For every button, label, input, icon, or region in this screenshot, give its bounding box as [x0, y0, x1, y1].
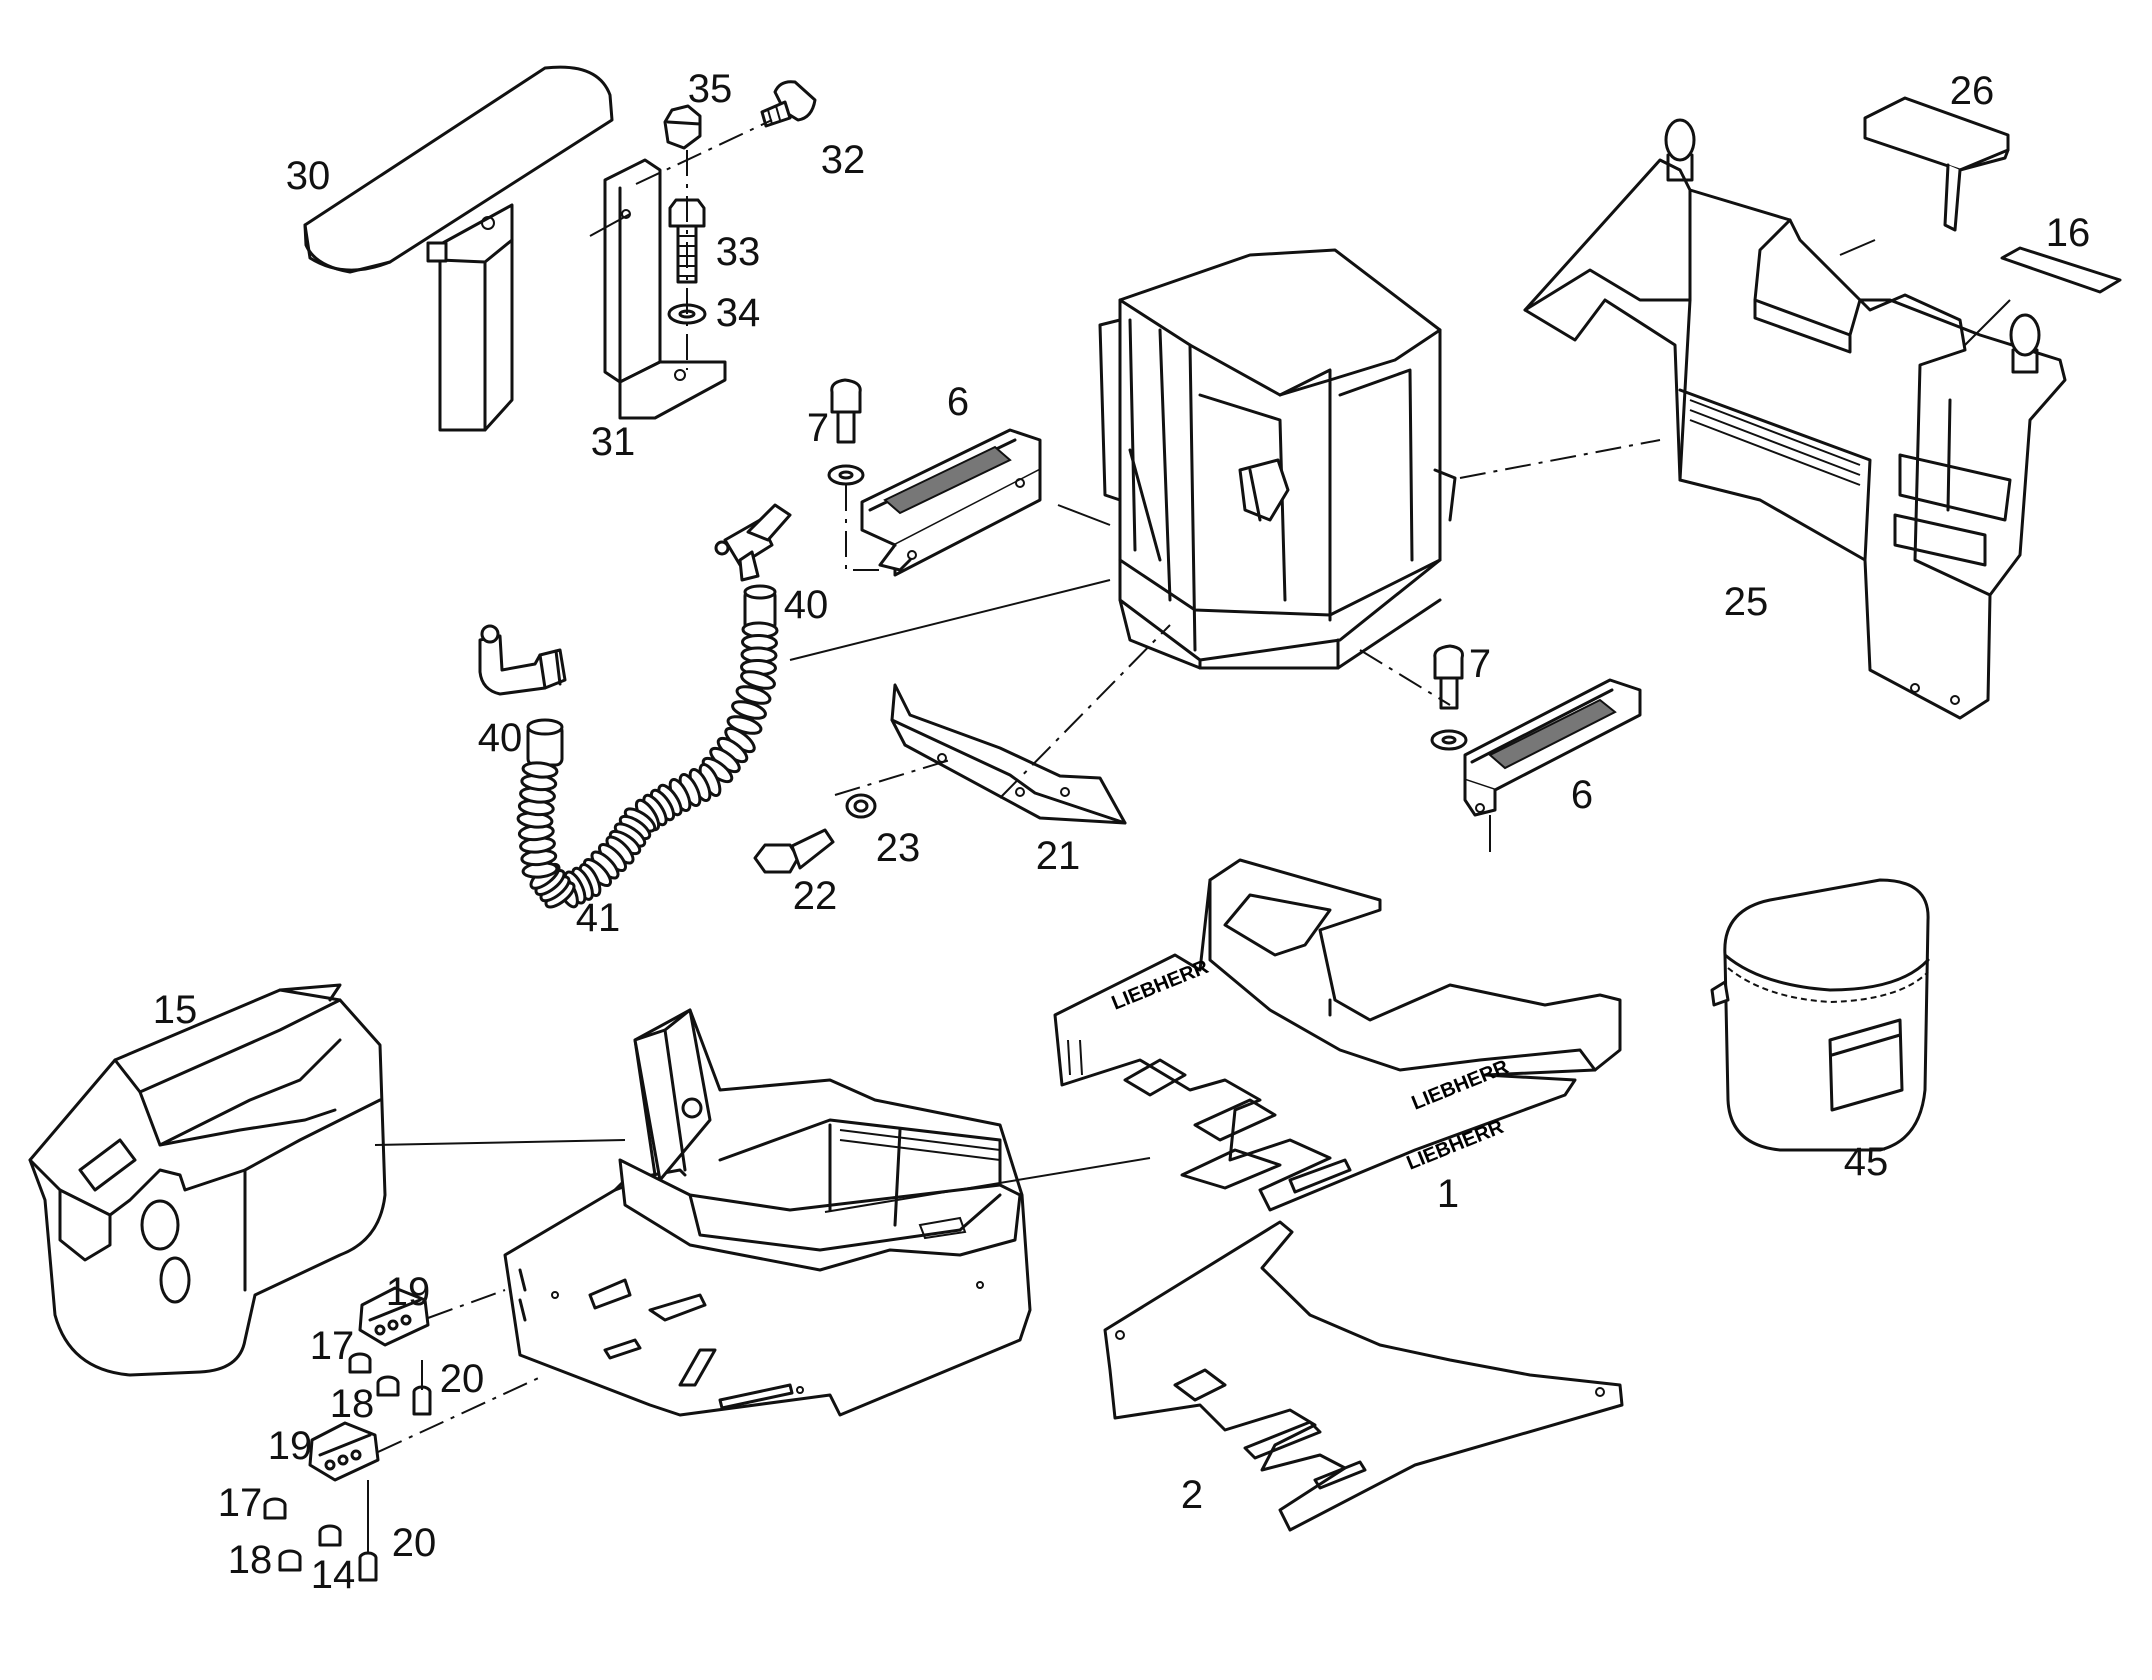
tee-fitting: [714, 503, 792, 582]
callout-32: 32: [820, 138, 866, 182]
callout-18: 18: [227, 1538, 273, 1582]
armrest: [303, 65, 614, 432]
callout-40: 40: [477, 716, 523, 760]
callout-25: 25: [1723, 580, 1769, 624]
callout-19: 19: [385, 1270, 431, 1314]
washer: [845, 793, 877, 819]
callout-17: 17: [217, 1481, 263, 1525]
switch-plate: [308, 1421, 380, 1482]
callout-21: 21: [1035, 834, 1081, 878]
callout-35: 35: [687, 67, 733, 111]
callout-20: 20: [391, 1521, 437, 1565]
knob-bolt: [760, 80, 817, 128]
mounting-plate: [890, 683, 1127, 825]
floor-plate: [1103, 1220, 1624, 1532]
cap-screw: [827, 378, 880, 571]
callout-33: 33: [715, 230, 761, 274]
floor-mat: LIEBHERR LIEBHERR LIEBHERR: [1053, 858, 1622, 1212]
callout-15: 15: [152, 988, 198, 1032]
hose-ring: [731, 700, 767, 720]
cap-nut: [663, 104, 702, 150]
hose-ring: [521, 761, 559, 779]
callout-14: 14: [310, 1553, 356, 1597]
callout-22: 22: [792, 874, 838, 918]
callout-40: 40: [783, 583, 829, 627]
callout-6: 6: [946, 380, 970, 424]
callout-6: 6: [1570, 773, 1594, 817]
bolt: [753, 828, 835, 874]
callout-2: 2: [1180, 1473, 1204, 1517]
callout-17: 17: [309, 1324, 355, 1368]
cab-floor: [503, 1008, 1032, 1417]
callout-45: 45: [1843, 1140, 1889, 1184]
tool-box: [1710, 878, 1930, 1152]
switch-nut: [263, 1352, 432, 1582]
cap-screw: [1359, 644, 1468, 751]
callout-34: 34: [715, 291, 761, 335]
small-plate: [1964, 246, 2122, 346]
callout-23: 23: [875, 826, 921, 870]
cover-plate: [1839, 96, 2010, 256]
callout-20: 20: [439, 1357, 485, 1401]
callout-30: 30: [285, 154, 331, 198]
callout-18: 18: [329, 1382, 375, 1426]
hose-ring: [735, 685, 772, 705]
armrest-bracket: [589, 158, 727, 420]
callout-19: 19: [267, 1424, 313, 1468]
callout-31: 31: [590, 420, 636, 464]
callout-16: 16: [2045, 211, 2091, 255]
callout-41: 41: [575, 896, 621, 940]
console: [28, 983, 387, 1377]
cab: [1098, 248, 1457, 670]
hose-ring: [740, 670, 776, 690]
corrugated-hose: [516, 584, 779, 909]
callout-26: 26: [1949, 69, 1995, 113]
callout-7: 7: [806, 406, 830, 450]
switch-plate: [358, 1286, 430, 1347]
step: [860, 428, 1042, 577]
elbow-fitting: [478, 624, 567, 696]
rear-panel: [1523, 118, 2067, 720]
step: [1463, 678, 1642, 852]
callout-1: 1: [1436, 1172, 1460, 1216]
callout-7: 7: [1468, 642, 1492, 686]
